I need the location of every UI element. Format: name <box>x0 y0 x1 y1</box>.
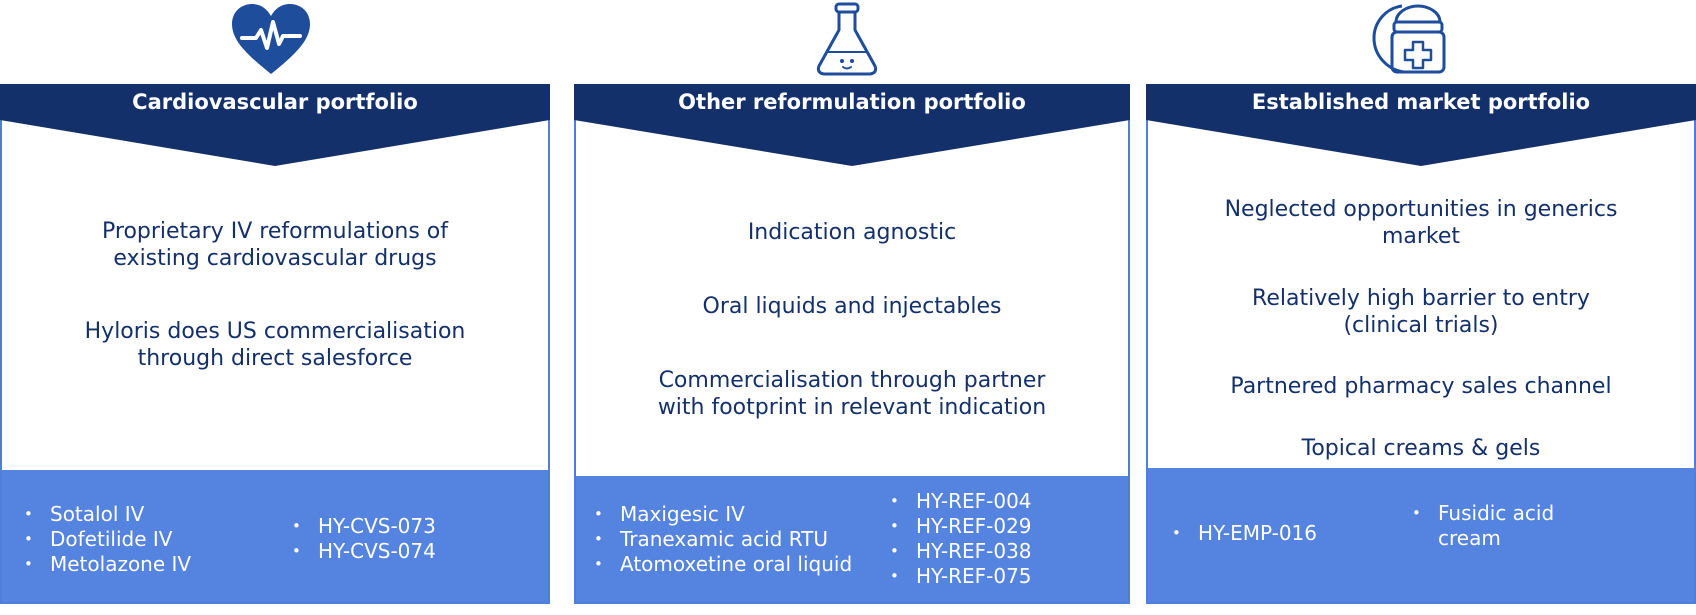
product-item: Tranexamic acid RTU <box>584 527 880 552</box>
description-point: Neglected opportunities in generics mark… <box>1224 197 1618 249</box>
product-item: Metolazone IV <box>14 552 282 577</box>
card-description: Indication agnostic Oral liquids and inj… <box>584 172 1120 478</box>
product-item: HY-REF-075 <box>880 564 1032 589</box>
cardiovascular-portfolio-card: Cardiovascular portfolio Proprietary IV … <box>0 84 550 604</box>
product-item: HY-REF-004 <box>880 489 1032 514</box>
description-point: Commercialisation through partner with f… <box>657 368 1047 420</box>
card-header: Established market portfolio <box>1146 84 1696 166</box>
product-column: HY-REF-004 HY-REF-029 HY-REF-038 HY-REF-… <box>880 489 1032 589</box>
product-column: HY-CVS-073 HY-CVS-074 <box>282 514 436 564</box>
card-description: Proprietary IV reformulations of existin… <box>10 172 540 478</box>
cream-jar-icon <box>1362 0 1452 80</box>
card-description: Neglected opportunities in generics mark… <box>1156 172 1686 478</box>
header-banner-shape <box>574 84 1130 166</box>
card-header: Other reformulation portfolio <box>574 84 1130 166</box>
product-item: Maxigesic IV <box>584 502 880 527</box>
product-list: Maxigesic IV Tranexamic acid RTU Atomoxe… <box>576 476 1128 602</box>
product-item: Fusidic acid cream <box>1402 501 1582 551</box>
header-banner-shape <box>1146 84 1696 166</box>
product-column: Sotalol IV Dofetilide IV Metolazone IV <box>14 502 282 577</box>
product-item: HY-CVS-074 <box>282 539 436 564</box>
card-title: Established market portfolio <box>1251 90 1591 114</box>
other-reformulation-portfolio-card: Other reformulation portfolio Indication… <box>574 84 1130 604</box>
flask-icon <box>802 0 892 80</box>
card-title: Cardiovascular portfolio <box>132 90 418 114</box>
description-point: Hyloris does US commercialisation throug… <box>84 319 466 371</box>
description-point: Topical creams & gels <box>1301 435 1541 461</box>
description-point: Relatively high barrier to entry (clinic… <box>1252 285 1590 338</box>
description-point: Indication agnostic <box>747 220 957 245</box>
product-item: Atomoxetine oral liquid <box>584 552 880 577</box>
product-list: Sotalol IV Dofetilide IV Metolazone IV H… <box>2 470 548 602</box>
established-market-portfolio-card: Established market portfolio Neglected o… <box>1146 84 1696 604</box>
product-list: HY-EMP-016 Fusidic acid cream <box>1148 468 1694 602</box>
product-column: Fusidic acid cream <box>1402 501 1582 551</box>
description-point: Proprietary IV reformulations of existin… <box>102 219 448 271</box>
card-title: Other reformulation portfolio <box>678 90 1026 114</box>
description-point: Partnered pharmacy sales channel <box>1230 374 1612 400</box>
product-item: HY-EMP-016 <box>1162 521 1402 546</box>
product-item: Dofetilide IV <box>14 527 282 552</box>
product-column: HY-EMP-016 <box>1162 521 1402 546</box>
card-header: Cardiovascular portfolio <box>0 84 550 166</box>
heart-pulse-icon <box>226 0 316 80</box>
product-item: HY-REF-038 <box>880 539 1032 564</box>
description-point: Oral liquids and injectables <box>702 294 1002 319</box>
product-item: Sotalol IV <box>14 502 282 527</box>
product-item: HY-REF-029 <box>880 514 1032 539</box>
header-banner-shape <box>0 84 550 166</box>
product-column: Maxigesic IV Tranexamic acid RTU Atomoxe… <box>584 502 880 577</box>
product-item: HY-CVS-073 <box>282 514 436 539</box>
